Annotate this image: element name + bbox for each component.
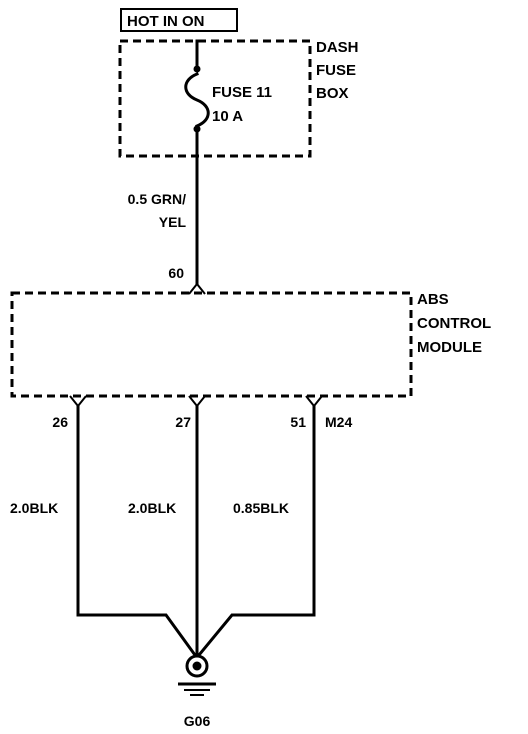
abs-module-label-line2: CONTROL	[417, 315, 491, 332]
abs-module-outline	[10, 291, 413, 398]
ground-wire-label: 2.0BLK	[128, 500, 176, 516]
fuse-symbol	[184, 72, 210, 128]
ground-pin-number: 51	[290, 414, 306, 430]
abs-module-label-line1: ABS	[417, 291, 449, 308]
fuse-name: FUSE 11	[212, 84, 272, 101]
power-label-box	[120, 8, 238, 32]
fuse-output-terminal	[193, 125, 201, 133]
fuse-input-terminal	[193, 65, 201, 73]
power-label: HOT IN ON	[127, 13, 205, 30]
feed-wire-label-line2: YEL	[159, 214, 187, 230]
ground-terminal-center	[192, 661, 202, 671]
ground-pin-number: 27	[175, 414, 191, 430]
abs-module-label-line3: MODULE	[417, 339, 482, 356]
power-pin-connector	[188, 282, 206, 295]
ground-label: G06	[184, 713, 211, 729]
fuse-rating: 10 A	[212, 108, 243, 125]
ground-wire-label: 0.85BLK	[233, 500, 289, 516]
ground-icon	[178, 682, 216, 696]
feed-wire-label-line1: 0.5 GRN/	[128, 191, 186, 207]
dash-fuse-box-label-line2: FUSE	[316, 62, 356, 79]
ground-pin-number: 26	[52, 414, 68, 430]
power-pin-number: 60	[168, 265, 184, 281]
dash-fuse-box-label-line3: BOX	[316, 85, 349, 102]
ground-terminal-ring	[185, 654, 209, 678]
dash-fuse-box-outline	[118, 39, 312, 158]
ground-wire	[196, 404, 316, 658]
connector-id: M24	[325, 414, 352, 430]
ground-wire-label: 2.0BLK	[10, 500, 58, 516]
dash-fuse-box-label-line1: DASH	[316, 39, 359, 56]
ground-wire	[76, 404, 198, 658]
